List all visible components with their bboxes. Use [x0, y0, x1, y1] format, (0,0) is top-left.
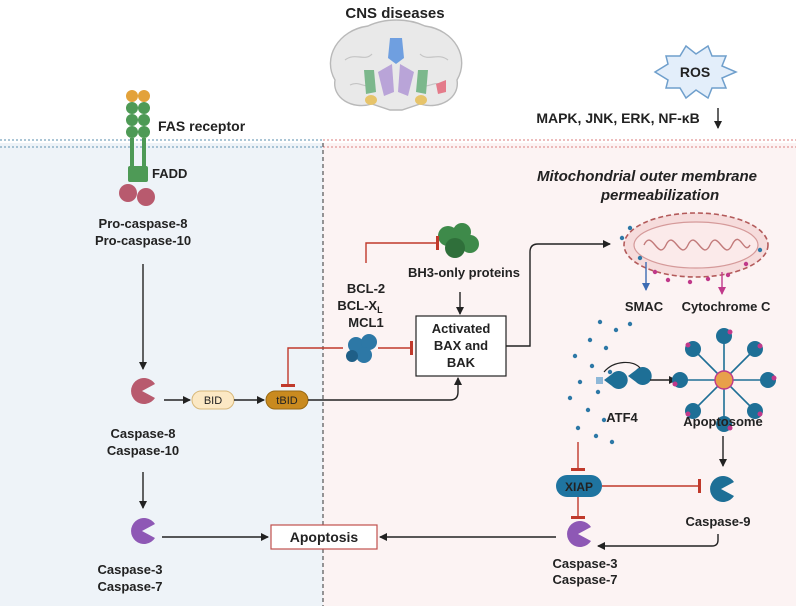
- brain-icon: [329, 19, 463, 111]
- bclxl-subscript: L: [377, 305, 383, 315]
- ros-burst-icon: [653, 44, 738, 100]
- activated-line-3: BAK: [447, 355, 476, 370]
- cytochrome-c-label: Cytochrome C: [682, 299, 771, 314]
- fadd-label: FADD: [152, 166, 187, 181]
- left-panel: [0, 143, 323, 606]
- bh3-protein-icon: [438, 223, 479, 258]
- inhibit-bcl2-to-bh3: [365, 236, 439, 263]
- fas-receptor-icon: [126, 90, 150, 182]
- smac-label: SMAC: [625, 299, 664, 314]
- apoptosis-box: [270, 524, 378, 550]
- caspase-3-right-label: Caspase-3: [552, 556, 617, 571]
- momp-title-2: permeabilization: [600, 187, 719, 204]
- caspase-9-label: Caspase-9: [685, 514, 750, 529]
- bid-label: BID: [204, 395, 222, 407]
- cns-title: CNS diseases: [345, 5, 444, 22]
- activated-line-1: Activated: [432, 321, 491, 336]
- ros-label: ROS: [680, 64, 710, 80]
- caspase-3-left-label: Caspase-3: [97, 562, 162, 577]
- bclxl-label: BCL-XL: [337, 298, 383, 315]
- pro-caspase-8-label: Pro-caspase-8: [99, 216, 188, 231]
- mito-release-dots: [619, 225, 763, 285]
- bcl2-protein-icon: [346, 334, 377, 363]
- activated-line-2: BAX and: [434, 338, 488, 353]
- apoptosis-label: Apoptosis: [290, 529, 359, 545]
- xiap-box: [556, 475, 602, 497]
- caspase-10-label: Caspase-10: [107, 443, 179, 458]
- caspase-8-icon: [131, 378, 155, 404]
- caspase-8-label: Caspase-8: [110, 426, 175, 441]
- momp-title-1: Mitochondrial outer membrane: [537, 168, 757, 185]
- arrow-bax-to-mitochondria: [506, 240, 611, 347]
- mcl1-label: MCL1: [348, 315, 383, 330]
- kinase-label: MAPK, JNK, ERK, NF-κB: [536, 110, 699, 126]
- bcl2-label: BCL-2: [347, 281, 385, 296]
- smac-dots: [567, 319, 633, 445]
- tbid-label: tBID: [276, 395, 297, 407]
- apoptosome-label: Apoptosome: [683, 414, 762, 429]
- xiap-label: XIAP: [565, 480, 593, 494]
- atf4-icon: [596, 361, 652, 389]
- caspase-9-icon: [710, 476, 734, 503]
- bh3-only-label: BH3-only proteins: [408, 265, 520, 280]
- atf4-label: ATF4: [606, 410, 638, 425]
- caspase-7-left-label: Caspase-7: [97, 579, 162, 594]
- mitochondrion-icon: [623, 212, 769, 278]
- caspase-3-right-icon: [567, 521, 591, 548]
- caspase-7-right-label: Caspase-7: [552, 572, 617, 587]
- arrow-caspase9-to-caspase3: [597, 534, 719, 550]
- apoptosome-icon: [672, 328, 777, 432]
- arrow-tbid-to-bax: [308, 377, 462, 401]
- fas-receptor-label: FAS receptor: [158, 118, 246, 134]
- inhibit-bcl2-to-tbid: [281, 347, 343, 387]
- pro-caspase-10-label: Pro-caspase-10: [95, 233, 191, 248]
- caspase-3-left-icon: [131, 518, 155, 544]
- pro-caspase-icon: [119, 184, 155, 206]
